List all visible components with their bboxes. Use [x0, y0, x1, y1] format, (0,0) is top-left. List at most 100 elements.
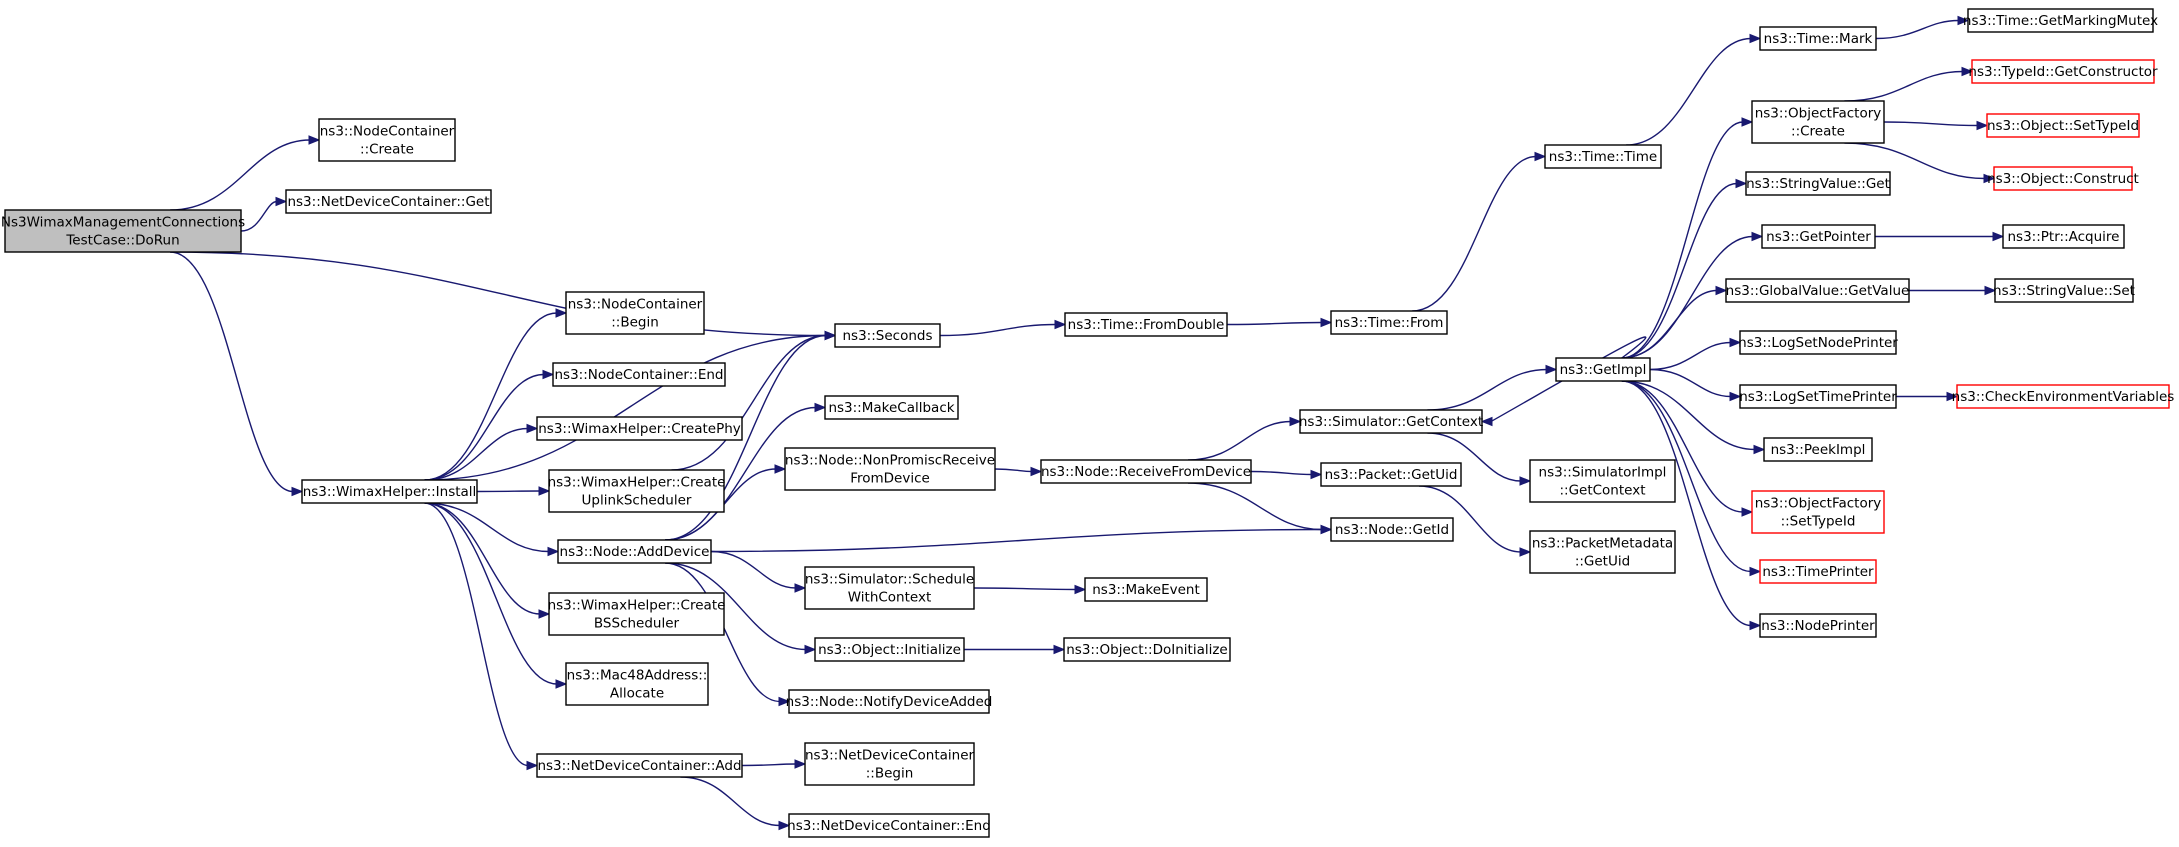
node-label: ns3::Time::GetMarkingMutex — [1963, 13, 2158, 29]
edge-line — [1844, 142, 1986, 180]
node-objfactory-create[interactable]: ns3::ObjectFactory::Create — [1751, 100, 1885, 144]
edge-line — [170, 139, 311, 211]
node-getmarkingmutex[interactable]: ns3::Time::GetMarkingMutex — [1963, 8, 2158, 33]
node-logsetnodeprinter[interactable]: ns3::LogSetNodePrinter — [1738, 330, 1898, 355]
edge-arrowhead — [1983, 173, 1996, 184]
node-typeid-getconstructor[interactable]: ns3::TypeId::GetConstructor — [1968, 59, 2158, 84]
node-time-mark[interactable]: ns3::Time::Mark — [1759, 26, 1877, 51]
node-makeevent[interactable]: ns3::MakeEvent — [1084, 577, 1208, 602]
node-box — [1986, 113, 2140, 138]
node-objfactory-settypeid[interactable]: ns3::ObjectFactory::SetTypeId — [1751, 490, 1885, 534]
node-timeprinter[interactable]: ns3::TimePrinter — [1759, 559, 1877, 584]
node-label: ns3::TimePrinter — [1762, 564, 1874, 580]
node-box — [557, 539, 712, 564]
node-ndc-begin[interactable]: ns3::NetDeviceContainer::Begin — [804, 742, 975, 786]
node-label: TestCase::DoRun — [65, 233, 179, 249]
node-time-time[interactable]: ns3::Time::Time — [1544, 144, 1662, 169]
node-object-construct[interactable]: ns3::Object::Construct — [1987, 166, 2139, 191]
node-ndc-end[interactable]: ns3::NetDeviceContainer::End — [787, 813, 991, 838]
node-makecallback[interactable]: ns3::MakeCallback — [824, 395, 959, 420]
node-checkenv[interactable]: ns3::CheckEnvironmentVariables — [1952, 384, 2175, 409]
node-adddevice[interactable]: ns3::Node::AddDevice — [557, 539, 712, 564]
node-seconds[interactable]: ns3::Seconds — [834, 323, 941, 348]
node-mac48[interactable]: ns3::Mac48Address::Allocate — [565, 662, 709, 706]
node-dorun[interactable]: Ns3WimaxManagementConnectionsTestCase::D… — [1, 209, 245, 253]
node-nodeprinter[interactable]: ns3::NodePrinter — [1759, 613, 1877, 638]
edge-line — [1412, 155, 1537, 312]
node-box — [536, 753, 743, 778]
edge-arrowhead — [555, 679, 568, 689]
node-packet-getuid[interactable]: ns3::Packet::GetUid — [1320, 462, 1462, 487]
node-object-settypeid[interactable]: ns3::Object::SetTypeId — [1986, 113, 2140, 138]
edge-line — [710, 528, 1323, 553]
node-install[interactable]: ns3::WimaxHelper::Install — [301, 479, 478, 504]
node-label: ns3::PeekImpl — [1771, 442, 1866, 458]
node-label: ns3::Object::Construct — [1987, 171, 2139, 187]
edge-arrowhead — [1961, 66, 1974, 77]
edge-arrowhead — [542, 369, 555, 380]
edge-arrowhead — [1310, 469, 1323, 480]
edge-line — [671, 334, 827, 471]
node-nc-end[interactable]: ns3::NodeContainer::End — [552, 362, 726, 387]
edge-dorun-to-ndc-get — [240, 196, 288, 232]
edge-install-to-createbs — [424, 502, 551, 619]
edge-line — [1621, 289, 1718, 359]
node-nc-create[interactable]: ns3::NodeContainer::Create — [318, 118, 456, 162]
edge-line — [1226, 321, 1323, 326]
edge-receivefrom-to-getcontext — [1187, 416, 1302, 461]
node-box — [834, 323, 941, 348]
node-label: ::Create — [360, 142, 414, 158]
edge-arrowhead — [824, 330, 837, 341]
node-receivefrom[interactable]: ns3::Node::ReceiveFromDevice — [1040, 459, 1252, 484]
node-ndc-get[interactable]: ns3::NetDeviceContainer::Get — [285, 189, 492, 214]
node-logsettimeprinter[interactable]: ns3::LogSetTimePrinter — [1739, 384, 1897, 409]
node-ptr-acquire[interactable]: ns3::Ptr::Acquire — [2002, 224, 2125, 249]
edge-fromdouble-to-time-from — [1226, 317, 1333, 328]
node-label: ::Create — [1791, 124, 1845, 140]
node-fromdouble[interactable]: ns3::Time::FromDouble — [1064, 312, 1228, 337]
node-getcontext[interactable]: ns3::Simulator::GetContext — [1299, 409, 1483, 434]
node-doinitialize[interactable]: ns3::Object::DoInitialize — [1063, 637, 1231, 662]
node-box — [1971, 59, 2155, 84]
node-box — [2002, 224, 2125, 249]
node-pktmeta-getuid[interactable]: ns3::PacketMetadata::GetUid — [1529, 530, 1676, 574]
node-peekimpl[interactable]: ns3::PeekImpl — [1763, 437, 1873, 462]
edge-arrowhead — [547, 546, 560, 557]
edge-arrowhead — [526, 423, 539, 434]
edge-getimpl-to-peekimpl — [1621, 380, 1766, 455]
node-node-getid[interactable]: ns3::Node::GetId — [1330, 517, 1454, 542]
node-label: ns3::NetDeviceContainer::End — [787, 818, 991, 834]
node-getimpl[interactable]: ns3::GetImpl — [1555, 357, 1651, 382]
edge-getimpl-to-globalvalue-getvalue — [1621, 285, 1728, 359]
node-nc-begin[interactable]: ns3::NodeContainer::Begin — [565, 291, 705, 335]
node-time-from[interactable]: ns3::Time::From — [1330, 310, 1448, 335]
node-label: ns3::WimaxHelper::Create — [548, 598, 726, 614]
node-simimpl-getctx[interactable]: ns3::SimulatorImpl::GetContext — [1529, 459, 1676, 503]
node-label: ns3::Node::NonPromiscReceive — [785, 453, 995, 469]
node-createphy[interactable]: ns3::WimaxHelper::CreatePhy — [536, 416, 743, 441]
node-globalvalue-getvalue[interactable]: ns3::GlobalValue::GetValue — [1725, 278, 1910, 303]
edge-arrowhead — [1976, 120, 1989, 131]
node-ndc-add[interactable]: ns3::NetDeviceContainer::Add — [536, 753, 743, 778]
edge-getcontext-to-getimpl — [1427, 364, 1558, 411]
node-stringvalue-get[interactable]: ns3::StringValue::Get — [1745, 171, 1891, 196]
edge-line — [424, 502, 541, 615]
edge-arrowhead — [1992, 231, 2005, 242]
edge-logsettimeprinter-to-checkenv — [1896, 391, 1959, 402]
node-obj-initialize[interactable]: ns3::Object::Initialize — [814, 637, 965, 662]
node-box — [788, 813, 990, 838]
edge-getimpl-to-objfactory-settypeid — [1621, 380, 1754, 517]
node-stringvalue-set[interactable]: ns3::StringValue::Set — [1993, 278, 2135, 303]
edge-adddevice-to-notifydevice — [665, 562, 791, 707]
node-label: ns3::MakeCallback — [828, 400, 954, 416]
node-getpointer[interactable]: ns3::GetPointer — [1761, 224, 1876, 249]
edge-line — [1418, 485, 1522, 553]
node-label: ns3::Object::SetTypeId — [1987, 118, 2139, 134]
node-label: ns3::LogSetNodePrinter — [1738, 335, 1898, 351]
node-notifydevice[interactable]: ns3::Node::NotifyDeviceAdded — [786, 689, 993, 714]
node-label: ns3::Node::AddDevice — [560, 544, 710, 560]
